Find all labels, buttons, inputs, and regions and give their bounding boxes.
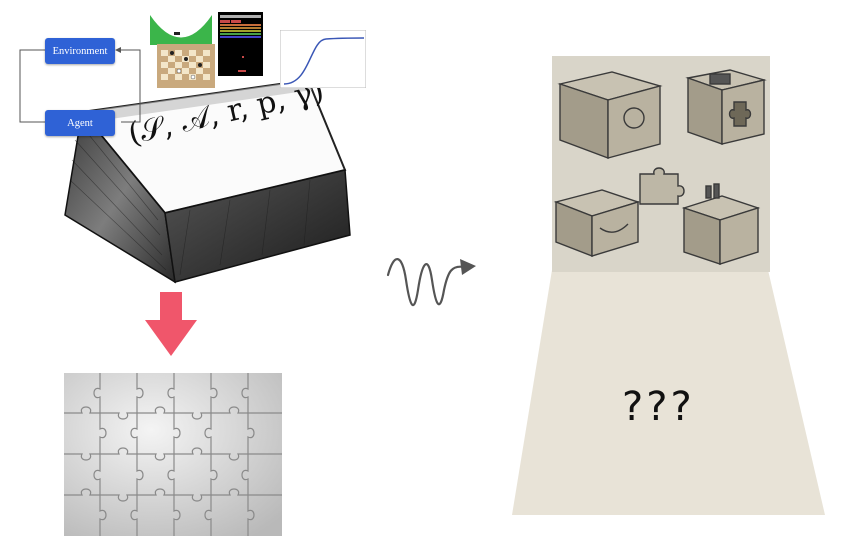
jigsaw-puzzle-image — [64, 373, 282, 536]
down-arrow-icon — [145, 292, 197, 356]
mountain-car-env-icon — [150, 15, 212, 45]
sigmoid-curve-plot-icon — [280, 30, 366, 88]
puzzle-boxes-sketch-image — [552, 56, 770, 272]
mdp-box-illustration — [64, 78, 351, 284]
unknown-question-marks: ??? — [622, 384, 695, 430]
chess-board-photo-icon — [157, 44, 215, 88]
agent-node: Agent — [45, 110, 115, 136]
atari-breakout-screen-icon — [218, 12, 263, 76]
squiggle-arrow-icon — [386, 258, 476, 307]
unknown-env-panel — [512, 270, 825, 515]
environment-node: Environment — [45, 38, 115, 64]
